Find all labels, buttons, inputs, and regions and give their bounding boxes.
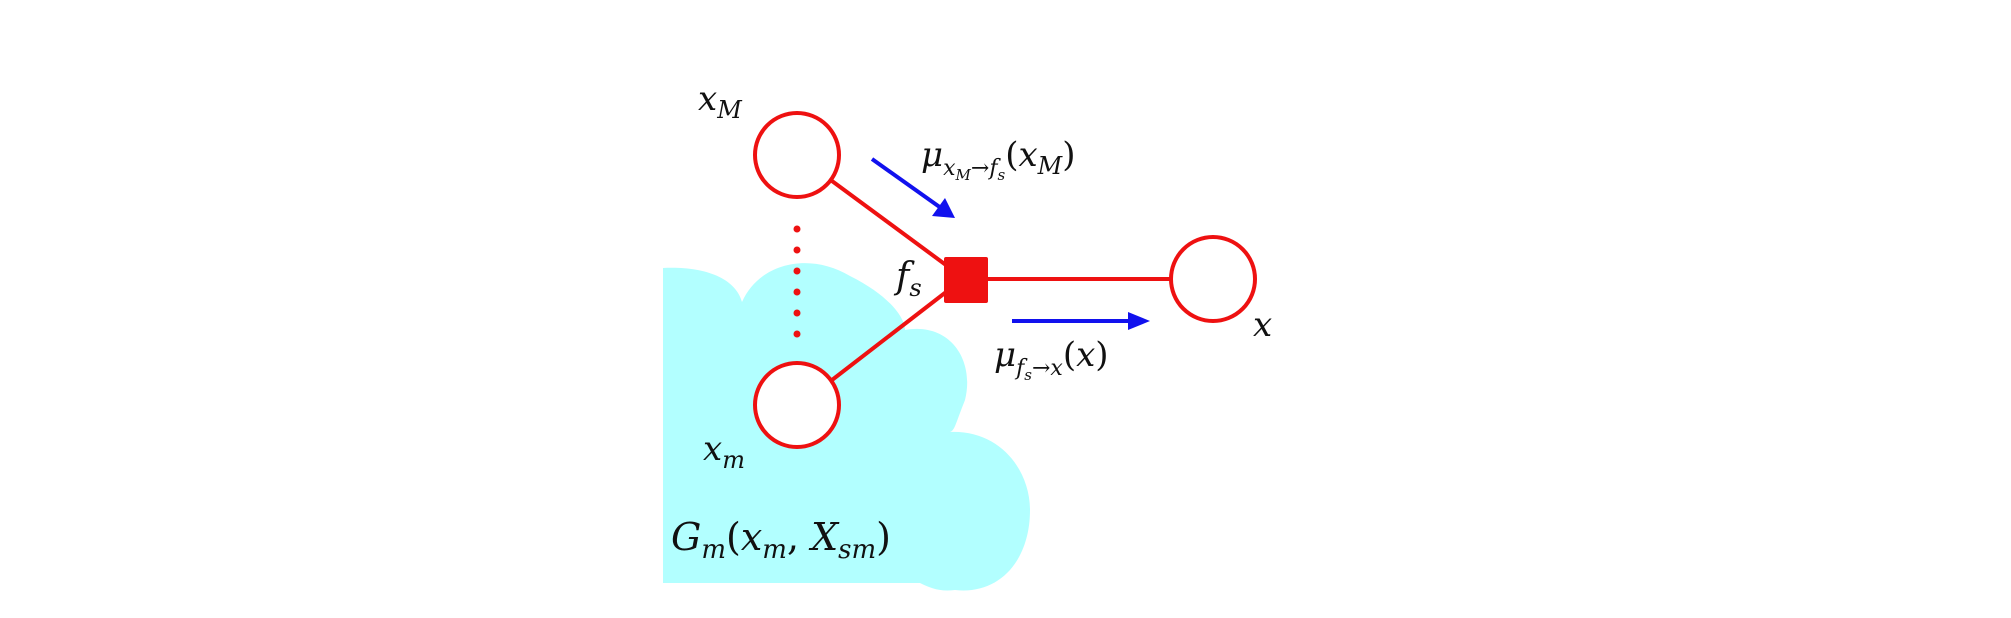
ellipsis-dot — [793, 330, 801, 338]
node-x-m — [753, 361, 841, 449]
ellipsis-dot — [793, 267, 801, 275]
node-x-M — [753, 111, 841, 199]
label-subgraph-G-m: Gm(xm, Xsm) — [671, 515, 891, 565]
node-x — [1169, 235, 1257, 323]
ellipsis-dot — [793, 309, 801, 317]
edge-xm-to-factor — [830, 287, 952, 382]
label-factor-fs: fs — [893, 256, 922, 302]
label-x-m: xm — [703, 429, 745, 474]
ellipsis-dot — [793, 225, 801, 233]
factor-node-fs — [944, 257, 988, 303]
label-x: x — [1253, 305, 1272, 345]
edge-xM-to-factor — [830, 179, 952, 270]
ellipsis-dot — [793, 288, 801, 296]
subgraph-cloud — [663, 263, 1030, 591]
arrowhead-message-fs-to-x — [1128, 312, 1150, 330]
arrowhead-message-xM-to-fs — [932, 198, 955, 218]
ellipsis-dot — [793, 246, 801, 254]
label-x-M: xM — [698, 79, 743, 124]
arrow-message-xM-to-fs — [870, 157, 943, 210]
ellipsis-dots — [793, 225, 801, 338]
label-message-xM-to-fs: μxM→fs(xM) — [921, 135, 1075, 184]
label-message-fs-to-x: μfs→x(x) — [994, 335, 1109, 384]
